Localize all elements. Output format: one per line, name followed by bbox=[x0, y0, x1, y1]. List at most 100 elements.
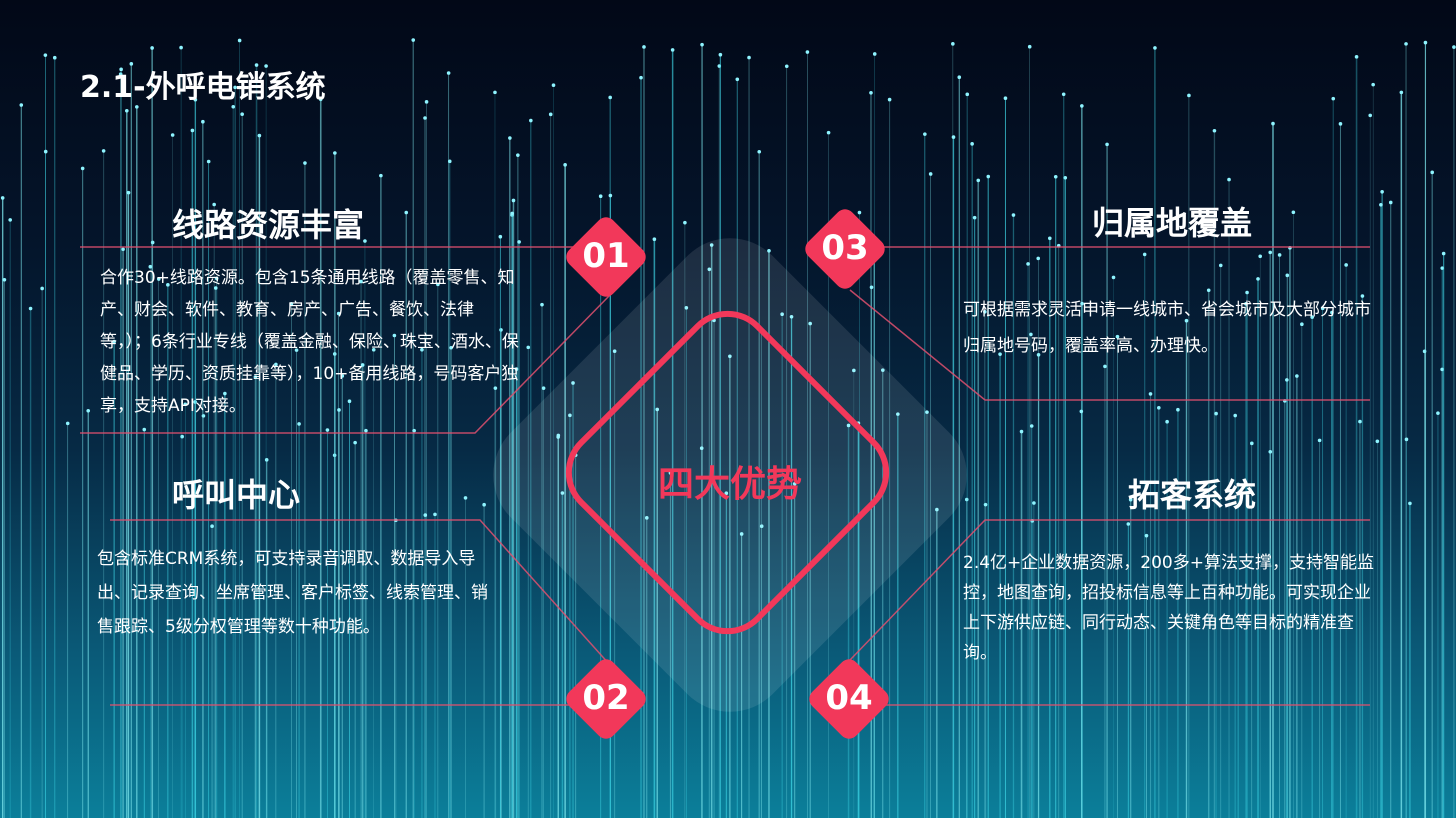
light-dot bbox=[1436, 411, 1440, 415]
light-dot bbox=[1019, 429, 1024, 434]
light-dot bbox=[212, 202, 216, 207]
light-dot bbox=[598, 194, 603, 198]
light-dot bbox=[359, 279, 363, 284]
light-dot bbox=[179, 45, 183, 50]
light-dot bbox=[1157, 406, 1161, 410]
light-dot bbox=[983, 310, 987, 314]
light-dot bbox=[118, 72, 123, 76]
light-dot bbox=[571, 381, 575, 385]
light-dot bbox=[170, 133, 175, 137]
light-dot bbox=[856, 421, 861, 426]
light-dot bbox=[563, 163, 567, 167]
light-dot bbox=[1165, 419, 1169, 424]
light-dot bbox=[789, 314, 794, 319]
light-dot bbox=[206, 159, 211, 164]
light-dot bbox=[1153, 46, 1157, 50]
light-dot bbox=[183, 402, 188, 407]
light-dot bbox=[1268, 449, 1273, 454]
light-dot bbox=[1271, 121, 1275, 126]
light-dot bbox=[684, 305, 689, 310]
light-dot bbox=[1244, 302, 1248, 306]
light-dot bbox=[1404, 42, 1408, 46]
light-dot bbox=[150, 46, 154, 50]
light-dot bbox=[739, 532, 744, 536]
light-dot bbox=[101, 149, 106, 153]
light-dot bbox=[347, 399, 352, 404]
light-dot bbox=[424, 100, 429, 104]
light-dot bbox=[126, 190, 131, 195]
light-dot bbox=[508, 136, 512, 140]
light-dot bbox=[668, 471, 673, 475]
light-dot bbox=[887, 97, 892, 102]
light-dot bbox=[274, 362, 278, 367]
light-dot bbox=[446, 71, 451, 75]
light-dot bbox=[1368, 113, 1373, 118]
light-dot bbox=[1408, 501, 1412, 506]
light-dot bbox=[166, 283, 170, 287]
light-dot bbox=[1440, 367, 1444, 372]
light-dot bbox=[1080, 104, 1084, 108]
light-dot bbox=[1026, 262, 1030, 266]
light-dot bbox=[264, 458, 269, 462]
light-dot bbox=[670, 48, 675, 52]
light-dot bbox=[237, 38, 242, 43]
light-dot bbox=[1375, 439, 1380, 444]
light-dot bbox=[493, 90, 497, 95]
light-dot bbox=[86, 408, 91, 413]
light-dot bbox=[1430, 170, 1435, 175]
light-dot bbox=[148, 264, 153, 269]
light-dot bbox=[1079, 409, 1084, 414]
light-dot bbox=[965, 92, 970, 97]
light-dot bbox=[121, 247, 125, 252]
light-dot bbox=[1053, 175, 1058, 179]
light-dot bbox=[986, 174, 991, 179]
light-dot bbox=[805, 50, 810, 54]
light-dot bbox=[644, 516, 649, 520]
light-dot bbox=[297, 422, 301, 426]
light-dot bbox=[1048, 236, 1052, 241]
light-dot bbox=[129, 62, 134, 66]
badge-number: 02 bbox=[582, 678, 630, 718]
light-dot bbox=[142, 427, 147, 432]
light-dot bbox=[608, 95, 612, 100]
badge-number: 04 bbox=[825, 678, 873, 718]
light-dot bbox=[463, 496, 468, 500]
text-line-resources: 合作30+线路资源。包含15条通用线路（覆盖零售、知产、财会、软件、教育、房产、… bbox=[100, 268, 519, 416]
light-dot bbox=[193, 97, 198, 102]
heading-call-center: 呼叫中心 bbox=[172, 476, 301, 514]
light-dot bbox=[928, 172, 933, 176]
light-dot bbox=[718, 52, 723, 57]
badge-number: 03 bbox=[821, 228, 869, 268]
light-dot bbox=[1380, 189, 1384, 194]
light-dot bbox=[872, 52, 877, 56]
light-dot bbox=[213, 286, 218, 290]
light-dot bbox=[1338, 122, 1343, 126]
light-dot bbox=[231, 104, 236, 109]
light-dot bbox=[1233, 413, 1238, 418]
light-dot bbox=[1256, 277, 1260, 281]
light-dot bbox=[976, 178, 981, 183]
light-dot bbox=[43, 149, 48, 154]
light-dot bbox=[124, 108, 129, 113]
light-dot bbox=[333, 151, 337, 155]
light-dot bbox=[1176, 407, 1180, 412]
light-dot bbox=[951, 42, 955, 46]
light-dot bbox=[493, 386, 498, 390]
light-dot bbox=[190, 128, 195, 133]
light-dot bbox=[337, 408, 341, 412]
heading-line-resources: 线路资源丰富 bbox=[172, 206, 365, 244]
light-dot bbox=[433, 512, 437, 517]
light-dot bbox=[759, 524, 764, 528]
light-dot bbox=[180, 434, 184, 439]
light-dot bbox=[2, 277, 7, 282]
light-dot bbox=[792, 481, 797, 486]
light-dot bbox=[517, 240, 521, 244]
light-dot bbox=[371, 347, 376, 352]
light-dot bbox=[420, 347, 424, 352]
light-dot bbox=[655, 407, 660, 412]
light-dot bbox=[1027, 44, 1032, 49]
light-dot bbox=[642, 45, 646, 49]
badge-number: 01 bbox=[582, 236, 630, 276]
